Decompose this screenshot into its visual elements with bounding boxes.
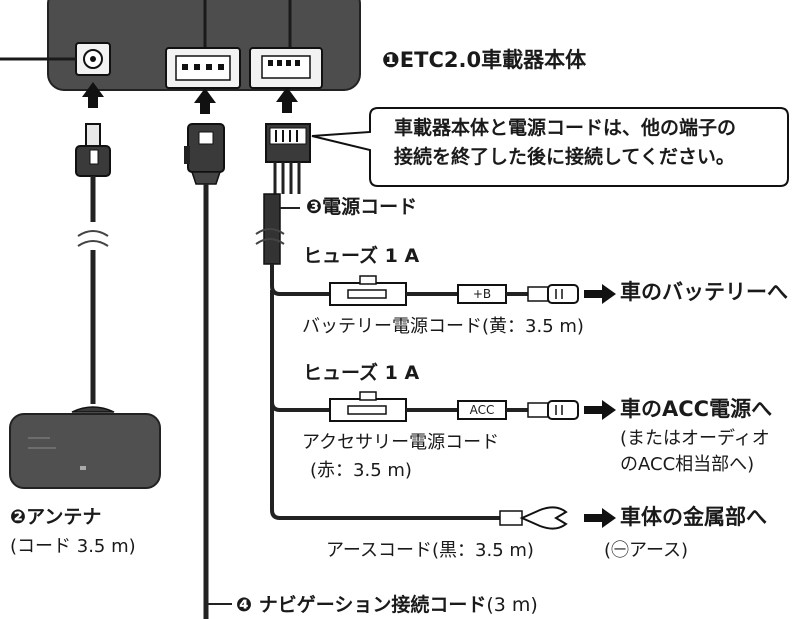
power-port-icon (249, 47, 323, 89)
cord-ground: アースコード(黒：3.5 m) (326, 540, 534, 561)
callout-line1: 車載器本体と電源コードは、他の端子の (394, 117, 737, 139)
fuse-acc-label: ヒューズ 1 A (303, 362, 420, 384)
fuse-acc-icon (329, 391, 407, 422)
terminal-acc-icon (527, 400, 579, 420)
callout-line2: 接続を終了した後に接続してください。 (394, 145, 735, 168)
target-acc-note1: (またはオーディオ (620, 428, 770, 449)
target-acc: 車のACC電源へ (620, 397, 773, 421)
arrow-up-icon (82, 82, 298, 114)
arrow-right-icon (584, 508, 616, 528)
navi-port-icon (165, 47, 241, 89)
arrow-right-icon (584, 400, 616, 420)
callout-text: 車載器本体と電源コードは、他の端子の 接続を終了した後に接続してください。 (394, 114, 784, 171)
cord-acc-1: アクセサリー電源コード (302, 432, 500, 453)
power-cord-label: ❸電源コード (306, 196, 418, 218)
target-ground-note: (㊀アース) (604, 540, 689, 561)
navi-plug-icon (184, 123, 225, 185)
fuse-battery-label: ヒューズ 1 A (303, 245, 420, 267)
cord-acc-2: (赤：3.5 m) (310, 460, 412, 481)
plug-battery-label: +B (472, 287, 492, 301)
navi-label-wrap: ❹ ナビゲーション接続コード(3 m) (236, 594, 538, 617)
power-plug-icon (265, 123, 311, 194)
fuse-battery-icon (329, 275, 407, 306)
antenna-note: (コード 3.5 m) (10, 536, 136, 557)
navi-length: (3 m) (486, 594, 538, 616)
ground-terminal-icon (499, 506, 568, 530)
navi-label: ❹ ナビゲーション接続コード (236, 594, 487, 616)
plug-acc-label: ACC (469, 403, 495, 417)
antenna-body (9, 413, 161, 489)
target-acc-note2: のACC相当部へ) (620, 454, 755, 475)
arrow-right-icon (584, 284, 616, 304)
callout-box (311, 107, 789, 187)
target-battery: 車のバッテリーへ (620, 280, 788, 304)
antenna-port-icon (75, 42, 111, 76)
terminal-battery-icon (527, 284, 579, 304)
unit-label: ❶ETC2.0車載器本体 (382, 48, 587, 72)
antenna-plug-icon (75, 123, 111, 177)
target-ground: 車体の金属部へ (620, 505, 767, 529)
antenna-label: ❷アンテナ (10, 506, 102, 528)
cord-battery: バッテリー電源コード(黄：3.5 m) (302, 316, 584, 337)
